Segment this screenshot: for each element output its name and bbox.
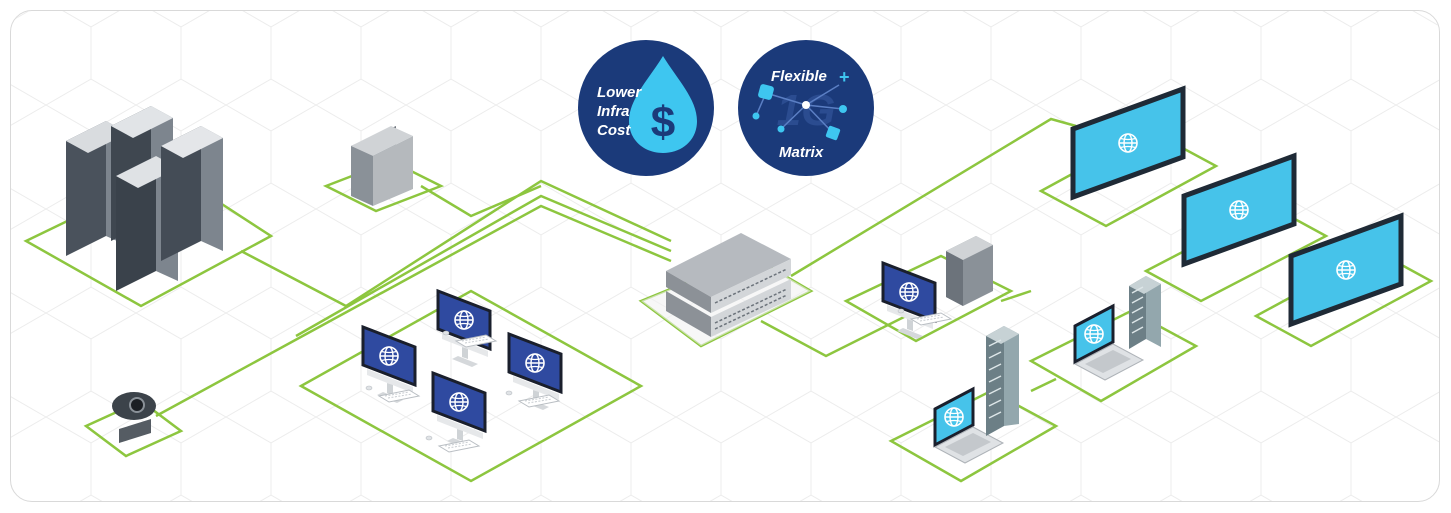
- remote-office-bottom: [888, 326, 1059, 483]
- network-switch-icon: [638, 233, 814, 348]
- tower-pc-icon: [322, 126, 445, 213]
- diagram-frame: $ Lower Infra Cost 1G Flexible + Matr: [10, 10, 1440, 502]
- matrix-badge-big: 1G: [777, 86, 836, 135]
- matrix-badge-plus: +: [839, 67, 850, 87]
- matrix-badge-line1: Flexible: [771, 68, 827, 85]
- network-diagram: $ Lower Infra Cost 1G Flexible + Matr: [11, 11, 1439, 501]
- server-rack-icon: [23, 106, 274, 308]
- remote-office-top: [1028, 276, 1199, 403]
- dollar-drop-icon: [629, 56, 697, 153]
- office-building-icon: [986, 326, 1019, 436]
- office-building-icon: [1129, 276, 1161, 349]
- link-lines: [155, 117, 1077, 418]
- display-wall: [1038, 89, 1434, 348]
- cost-badge-line2: Infra: [597, 103, 630, 120]
- cost-badge: $ Lower Infra Cost: [578, 40, 714, 176]
- network-nodes-icon: [752, 84, 847, 141]
- desktop-workstation: [843, 236, 1014, 343]
- dollar-sign: $: [651, 98, 675, 147]
- cost-badge-line1: Lower: [597, 84, 642, 101]
- workstation-group: [298, 291, 644, 483]
- tower-pc-icon: [946, 236, 993, 306]
- matrix-badge: 1G Flexible + Matrix: [738, 40, 874, 176]
- matrix-badge-line3: Matrix: [779, 144, 824, 161]
- webcam-icon: [83, 392, 184, 458]
- cost-badge-line3: Cost: [597, 122, 631, 139]
